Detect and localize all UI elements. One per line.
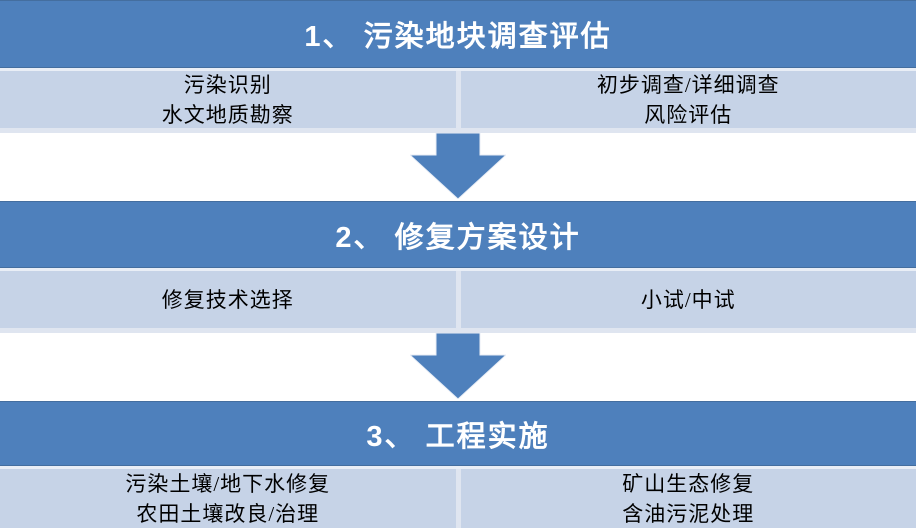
- down-arrow-icon: [410, 133, 506, 199]
- cell-line: 污染识别: [183, 72, 272, 97]
- step-3-title: 3、 工程实施: [366, 420, 550, 453]
- cell-line: 修复技术选择: [161, 287, 294, 312]
- cell-line: 水文地质勘察: [161, 102, 294, 127]
- down-arrow-icon: [410, 333, 506, 399]
- step-1-header: 1、 污染地块调查评估: [0, 0, 916, 68]
- step-2-header: 2、 修复方案设计: [0, 201, 916, 268]
- column-divider: [455, 271, 461, 328]
- cell-line: 含油污泥处理: [622, 501, 755, 526]
- column-divider: [455, 71, 461, 128]
- step-2-title: 2、 修复方案设计: [335, 221, 581, 254]
- cell-line: 小试/中试: [640, 287, 736, 312]
- step-3-left-cell: 污染土壤/地下水修复 农田土壤改良/治理: [0, 469, 456, 528]
- cell-line: 矿山生态修复: [622, 471, 755, 496]
- step-1-right-cell: 初步调查/详细调查 风险评估: [460, 71, 916, 128]
- cell-line: 风险评估: [644, 102, 733, 127]
- step-1-details: 污染识别 水文地质勘察 初步调查/详细调查 风险评估: [0, 68, 916, 133]
- cell-line: 污染土壤/地下水修复: [125, 471, 331, 496]
- step-2-details: 修复技术选择 小试/中试: [0, 268, 916, 333]
- step-3-details: 污染土壤/地下水修复 农田土壤改良/治理 矿山生态修复 含油污泥处理: [0, 466, 916, 528]
- column-divider: [455, 469, 461, 528]
- step-1-left-cell: 污染识别 水文地质勘察: [0, 71, 456, 128]
- step-3-right-cell: 矿山生态修复 含油污泥处理: [460, 469, 916, 528]
- step-1-title: 1、 污染地块调查评估: [304, 21, 612, 53]
- cell-line: 初步调查/详细调查: [596, 72, 780, 97]
- step-2-left-cell: 修复技术选择: [0, 271, 456, 328]
- cell-line: 农田土壤改良/治理: [136, 501, 320, 526]
- step-2-right-cell: 小试/中试: [460, 271, 916, 328]
- step-3-header: 3、 工程实施: [0, 401, 916, 466]
